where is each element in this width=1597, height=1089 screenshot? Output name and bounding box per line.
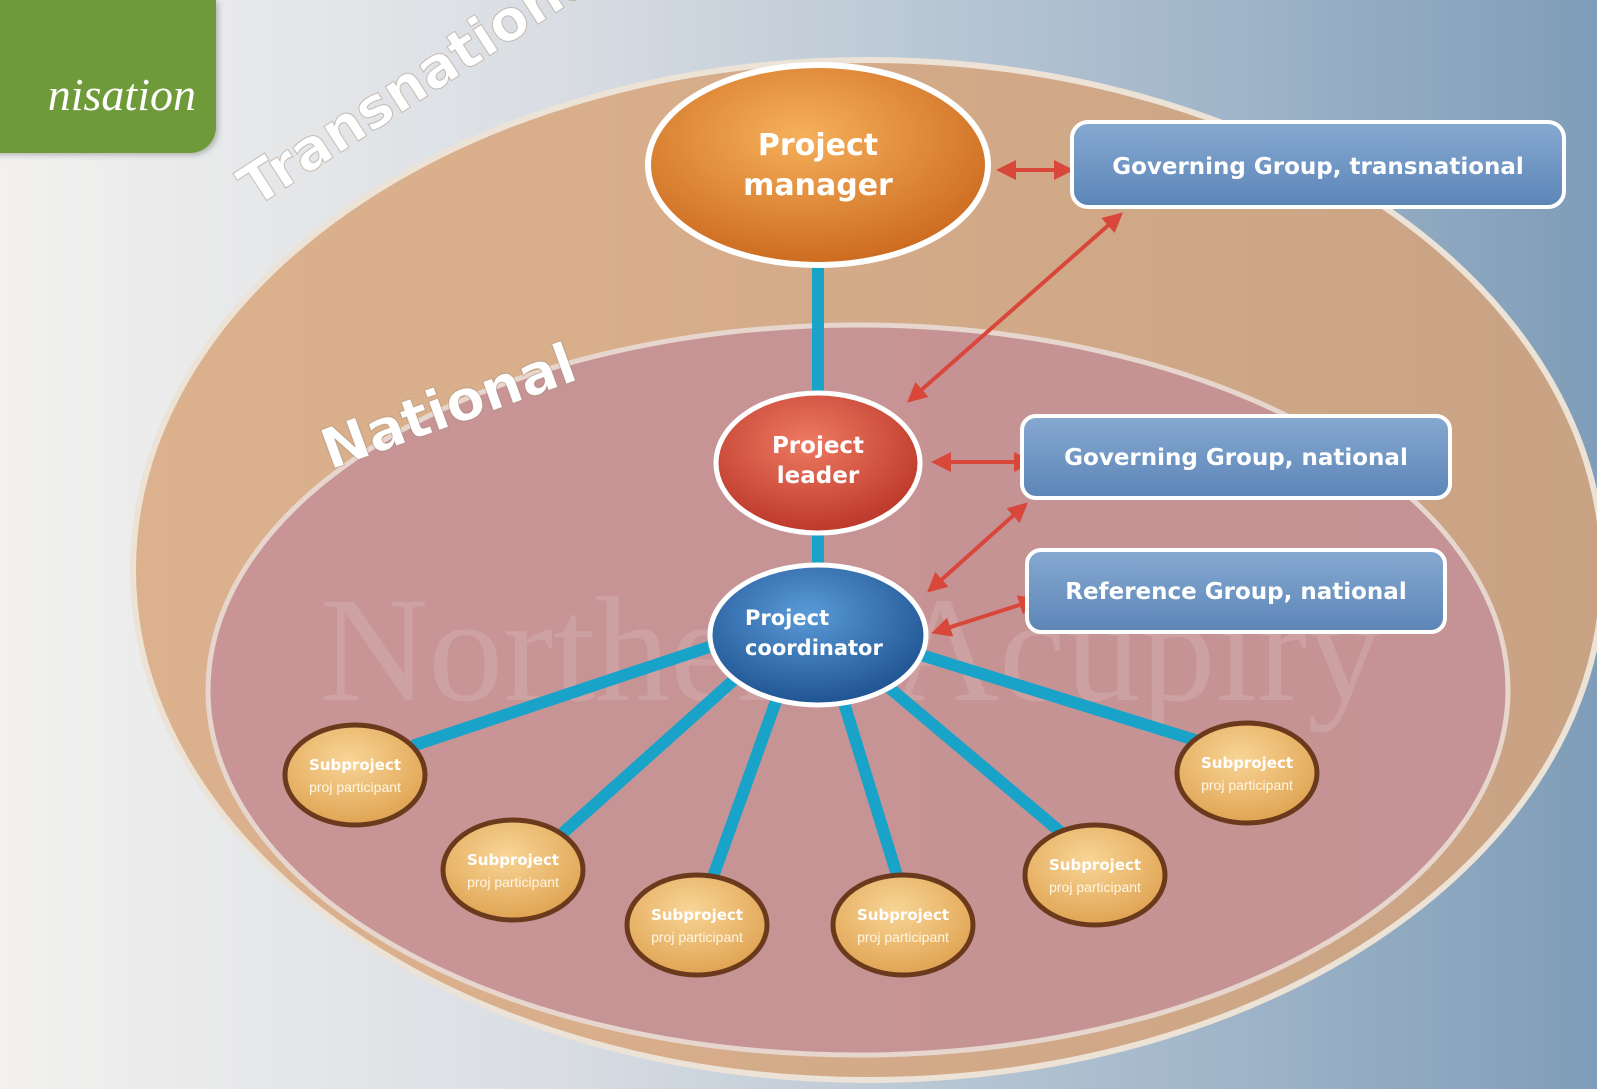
project-manager-node: Project manager (645, 62, 991, 268)
subproject-role: proj participant (309, 779, 401, 795)
subproject-node: Subproject proj participant (1174, 720, 1320, 826)
gov-transnational-box: Governing Group, transnational (1070, 120, 1566, 209)
arrow-coord-refnat (931, 595, 1039, 637)
leader-label-1: Project (772, 433, 864, 459)
connector-sub-2 (549, 664, 751, 846)
project-leader-node: Project leader (713, 390, 923, 536)
subproject-title: Subproject (467, 851, 559, 869)
manager-label-1: Project (758, 128, 878, 163)
subproject-title: Subproject (309, 756, 401, 774)
connector-sub-4 (834, 684, 906, 891)
gov-national-box: Governing Group, national (1020, 414, 1452, 500)
page-title: nisation (47, 69, 196, 120)
connector-sub-5 (874, 674, 1076, 846)
subproject-node: Subproject proj participant (1022, 822, 1168, 928)
ref-national-box: Reference Group, national (1025, 548, 1447, 634)
gov-transnational-label: Governing Group, transnational (1112, 154, 1524, 180)
subproject-title: Subproject (651, 906, 743, 924)
coordinator-label-1: Project (745, 606, 829, 630)
title-banner: nisation (0, 0, 216, 153)
subproject-title: Subproject (1201, 754, 1293, 772)
subproject-title: Subproject (1049, 856, 1141, 874)
coordinator-label-2: coordinator (745, 636, 883, 660)
subproject-role: proj participant (651, 929, 743, 945)
subproject-node: Subproject proj participant (624, 872, 770, 978)
subproject-role: proj participant (1201, 777, 1293, 793)
arrow-coord-govnat (927, 502, 1028, 593)
subproject-role: proj participant (1049, 879, 1141, 895)
manager-label-2: manager (743, 168, 893, 203)
connector-sub-6 (899, 644, 1201, 746)
connector-sub-1 (409, 634, 736, 751)
arrows (906, 160, 1124, 637)
gov-national-label: Governing Group, national (1064, 445, 1408, 471)
project-coordinator-node: Project coordinator (707, 562, 929, 708)
connectors (409, 234, 1201, 891)
subproject-node: Subproject proj participant (830, 872, 976, 978)
arrow-leader-govtrans (906, 212, 1124, 403)
subproject-role: proj participant (857, 929, 949, 945)
subproject-node: Subproject proj participant (282, 722, 428, 828)
subproject-node: Subproject proj participant (440, 817, 586, 923)
leader-label-2: leader (777, 463, 860, 489)
subproject-title: Subproject (857, 906, 949, 924)
connector-sub-3 (704, 684, 786, 891)
ref-national-label: Reference Group, national (1065, 579, 1406, 605)
subproject-role: proj participant (467, 874, 559, 890)
